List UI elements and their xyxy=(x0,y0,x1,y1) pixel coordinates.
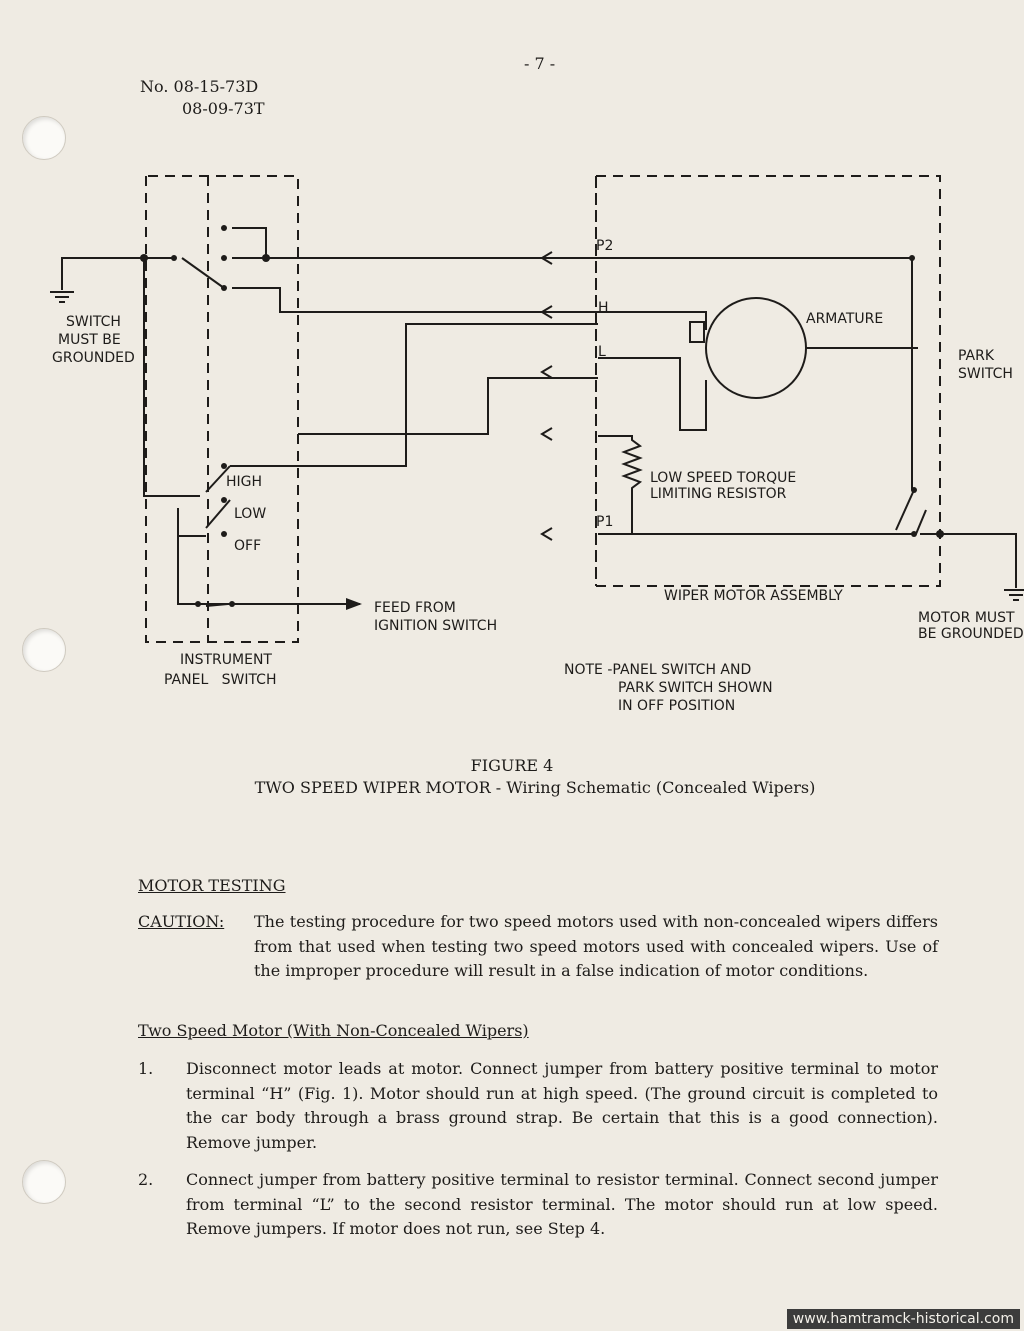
high-label: HIGH xyxy=(226,474,262,490)
park-switch-label-1: PARK xyxy=(958,348,995,364)
wiper-motor-assembly-label: WIPER MOTOR ASSEMBLY xyxy=(664,588,843,604)
step-1-number: 1. xyxy=(138,1059,154,1078)
instrument-panel-switch-box xyxy=(145,175,299,643)
doc-number-secondary: 08-09-73T xyxy=(182,99,265,118)
motor-grounded-label-2: BE GROUNDED xyxy=(918,626,1024,642)
motor-grounded-label-1: MOTOR MUST xyxy=(918,610,1015,626)
binder-hole-top xyxy=(22,116,66,160)
caution-label: CAUTION: xyxy=(138,912,225,931)
instrument-panel-label-2: PANEL SWITCH xyxy=(164,672,277,688)
switch-grounded-label-3: GROUNDED xyxy=(52,350,135,366)
note-label-3: IN OFF POSITION xyxy=(618,698,735,710)
switch-grounded-label-2: MUST BE xyxy=(58,332,121,348)
wiring-schematic: SWITCH MUST BE GROUNDED P2 H L P1 ARMATU… xyxy=(50,175,1024,710)
caution-text: The testing procedure for two speed moto… xyxy=(254,912,938,980)
site-watermark: www.hamtramck-historical.com xyxy=(786,1309,1020,1329)
step-2-number: 2. xyxy=(138,1170,154,1189)
wiper-motor-assembly-box xyxy=(595,175,941,587)
step-1-text: Disconnect motor leads at motor. Connect… xyxy=(186,1059,938,1152)
p1-label: P1 xyxy=(596,514,613,530)
page-number: - 7 - xyxy=(524,54,556,73)
two-speed-heading: Two Speed Motor (With Non-Concealed Wipe… xyxy=(138,1021,529,1040)
figure-title: FIGURE 4 xyxy=(470,756,554,775)
figure-caption: TWO SPEED WIPER MOTOR - Wiring Schematic… xyxy=(254,778,816,797)
resistor-label-2: LIMITING RESISTOR xyxy=(650,486,787,502)
switch-grounded-label-1: SWITCH xyxy=(66,314,121,330)
binder-hole-bottom xyxy=(22,1160,66,1204)
binder-hole-middle xyxy=(22,628,66,672)
feed-label-1: FEED FROM xyxy=(374,600,456,616)
document-number: No. 08-15-73D 08-09-73T xyxy=(140,76,265,120)
step-2-text: Connect jumper from battery positive ter… xyxy=(186,1170,938,1238)
resistor-label-1: LOW SPEED TORQUE xyxy=(650,470,796,486)
park-switch-label-2: SWITCH xyxy=(958,366,1013,382)
note-label-2: PARK SWITCH SHOWN xyxy=(618,680,773,696)
p2-label: P2 xyxy=(596,238,613,254)
l-label: L xyxy=(598,344,606,360)
note-label-1: NOTE -PANEL SWITCH AND xyxy=(564,662,751,678)
motor-testing-heading: MOTOR TESTING xyxy=(138,876,286,895)
low-label: LOW xyxy=(234,506,266,522)
instrument-panel-label-1: INSTRUMENT xyxy=(180,652,272,668)
off-label: OFF xyxy=(234,538,261,554)
doc-number-primary: No. 08-15-73D xyxy=(140,77,259,96)
h-label: H xyxy=(598,300,609,316)
armature-label: ARMATURE xyxy=(806,311,883,327)
feed-label-2: IGNITION SWITCH xyxy=(374,618,497,634)
